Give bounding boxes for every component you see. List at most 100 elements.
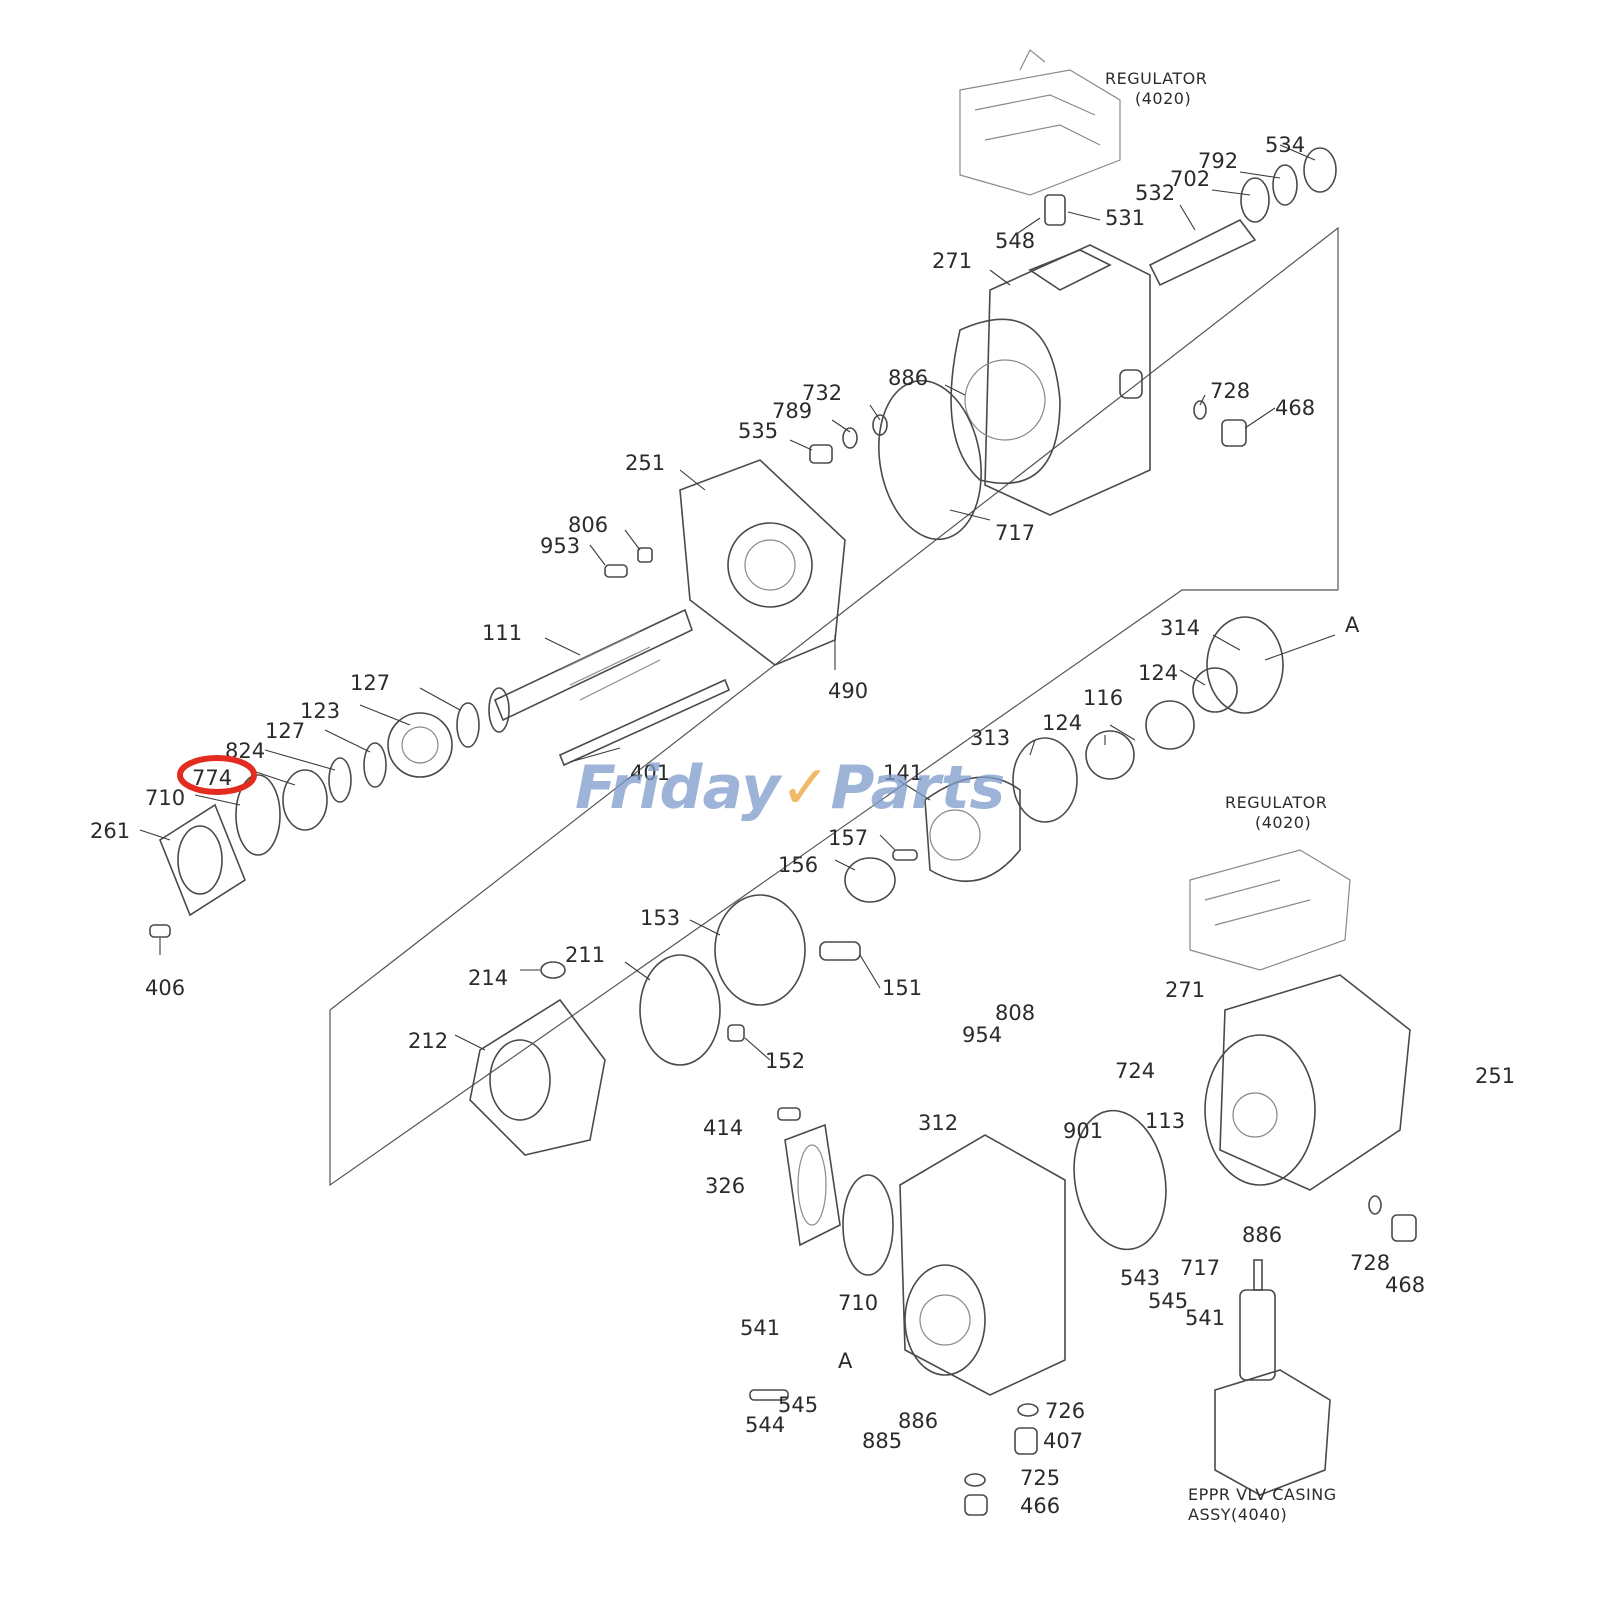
callout-314: 314 xyxy=(1160,616,1200,640)
rotating-group xyxy=(924,616,1284,883)
callout-725: 725 xyxy=(1020,1466,1060,1490)
callout-710-lower: 710 xyxy=(838,1291,878,1315)
callout-726: 726 xyxy=(1045,1399,1085,1423)
drive-shaft-111 xyxy=(488,608,693,733)
regulator-top-label-line2: (4020) xyxy=(1135,89,1191,108)
part-806-nut xyxy=(637,547,653,563)
bearing-123-inner xyxy=(401,726,439,764)
plug-407 xyxy=(1014,1427,1038,1455)
callout-111: 111 xyxy=(482,621,522,645)
callout-490: 490 xyxy=(828,679,868,703)
valve-block-251-top xyxy=(679,459,846,666)
callout-261: 261 xyxy=(90,819,130,843)
callout-127-a: 127 xyxy=(350,671,390,695)
callout-545-left: 545 xyxy=(778,1393,818,1417)
callout-141: 141 xyxy=(883,761,923,785)
callout-406: 406 xyxy=(145,976,185,1000)
callout-886-top: 886 xyxy=(888,366,928,390)
callout-728-top: 728 xyxy=(1210,379,1250,403)
callout-a-top: A xyxy=(1345,613,1360,637)
assembly-frame-lower xyxy=(329,589,1338,1187)
callout-153: 153 xyxy=(640,906,680,930)
callout-724: 724 xyxy=(1115,1059,1155,1083)
ring-824 xyxy=(328,757,352,803)
callout-312: 312 xyxy=(918,1111,958,1135)
callout-541-left: 541 xyxy=(740,1316,780,1340)
swash-plate-212 xyxy=(469,998,606,1156)
callout-728-lower: 728 xyxy=(1350,1251,1390,1275)
callout-543: 543 xyxy=(1120,1266,1160,1290)
callout-717-lower: 717 xyxy=(1180,1256,1220,1280)
callout-123: 123 xyxy=(300,699,340,723)
callout-401: 401 xyxy=(630,761,670,785)
callout-535: 535 xyxy=(738,419,778,443)
fridayparts-watermark: Friday✓Parts xyxy=(575,748,1035,828)
regulator-top-drawing xyxy=(959,49,1121,226)
part-728-ring-top xyxy=(1193,400,1207,420)
callout-151: 151 xyxy=(882,976,922,1000)
watermark-first-word: Friday xyxy=(575,753,781,823)
part-468-plug-lower xyxy=(1391,1214,1417,1242)
bearing-123 xyxy=(387,712,453,778)
callout-541-right: 541 xyxy=(1185,1306,1225,1330)
callout-214: 214 xyxy=(468,966,508,990)
callout-545-right: 545 xyxy=(1148,1289,1188,1313)
callout-806: 806 xyxy=(568,513,608,537)
callout-271-lower: 271 xyxy=(1165,978,1205,1002)
callout-717-top: 717 xyxy=(995,521,1035,545)
callout-251-lower: 251 xyxy=(1475,1064,1515,1088)
callout-326: 326 xyxy=(705,1174,745,1198)
callout-792: 792 xyxy=(1198,149,1238,173)
regulator-right-label-line1: REGULATOR xyxy=(1225,793,1327,812)
callout-468-top: 468 xyxy=(1275,396,1315,420)
port-block-312 xyxy=(899,1134,1066,1396)
o-ring-717-top xyxy=(878,379,982,541)
callout-774: 774 xyxy=(192,766,232,790)
highlight-ring-774 xyxy=(177,755,257,795)
assembly-frame-upper xyxy=(329,226,1339,1011)
callout-116: 116 xyxy=(1083,686,1123,710)
pin-544 xyxy=(749,1389,789,1401)
plug-466 xyxy=(964,1494,988,1516)
callout-labels: 534 792 702 532 531 548 271 886 732 789 … xyxy=(90,133,1515,1518)
pump-casing-top xyxy=(950,244,1151,516)
callout-534: 534 xyxy=(1265,133,1305,157)
callout-548: 548 xyxy=(995,229,1035,253)
part-789-ring xyxy=(842,427,858,449)
leader-lines xyxy=(139,144,1336,1061)
callout-885: 885 xyxy=(862,1429,902,1453)
callout-954: 954 xyxy=(962,1023,1002,1047)
rod-401 xyxy=(558,678,731,767)
regulator-right-drawing xyxy=(1189,849,1351,971)
callout-789: 789 xyxy=(772,399,812,423)
pin-157 xyxy=(892,849,918,861)
callout-271-top: 271 xyxy=(932,249,972,273)
notes: REGULATOR (4020) REGULATOR (4020) EPPR V… xyxy=(1105,69,1336,1524)
cover-326 xyxy=(784,1123,841,1247)
callout-531: 531 xyxy=(1105,206,1145,230)
callout-211: 211 xyxy=(565,943,605,967)
callout-953: 953 xyxy=(540,534,580,558)
callout-532: 532 xyxy=(1135,181,1175,205)
part-953-screw xyxy=(604,564,628,578)
callout-251-top: 251 xyxy=(625,451,665,475)
callout-901: 901 xyxy=(1063,1119,1103,1143)
seal-cover-261 xyxy=(159,803,246,917)
callout-a-lower: A xyxy=(838,1349,853,1373)
callout-468-lower: 468 xyxy=(1385,1273,1425,1297)
callout-407: 407 xyxy=(1043,1429,1083,1453)
o-ring-710-lower xyxy=(842,1174,894,1276)
ring-127-b xyxy=(363,742,387,788)
callout-414: 414 xyxy=(703,1116,743,1140)
callout-127-b: 127 xyxy=(265,719,305,743)
pump-casing-right xyxy=(1204,974,1411,1191)
eppr-valve-casing xyxy=(1214,1259,1331,1496)
pin-214 xyxy=(540,961,566,979)
callout-124-b: 124 xyxy=(1042,711,1082,735)
callout-124-a: 124 xyxy=(1138,661,1178,685)
spherical-bush-156 xyxy=(844,857,896,903)
callout-732: 732 xyxy=(802,381,842,405)
regulator-piston-parts xyxy=(1148,147,1337,287)
